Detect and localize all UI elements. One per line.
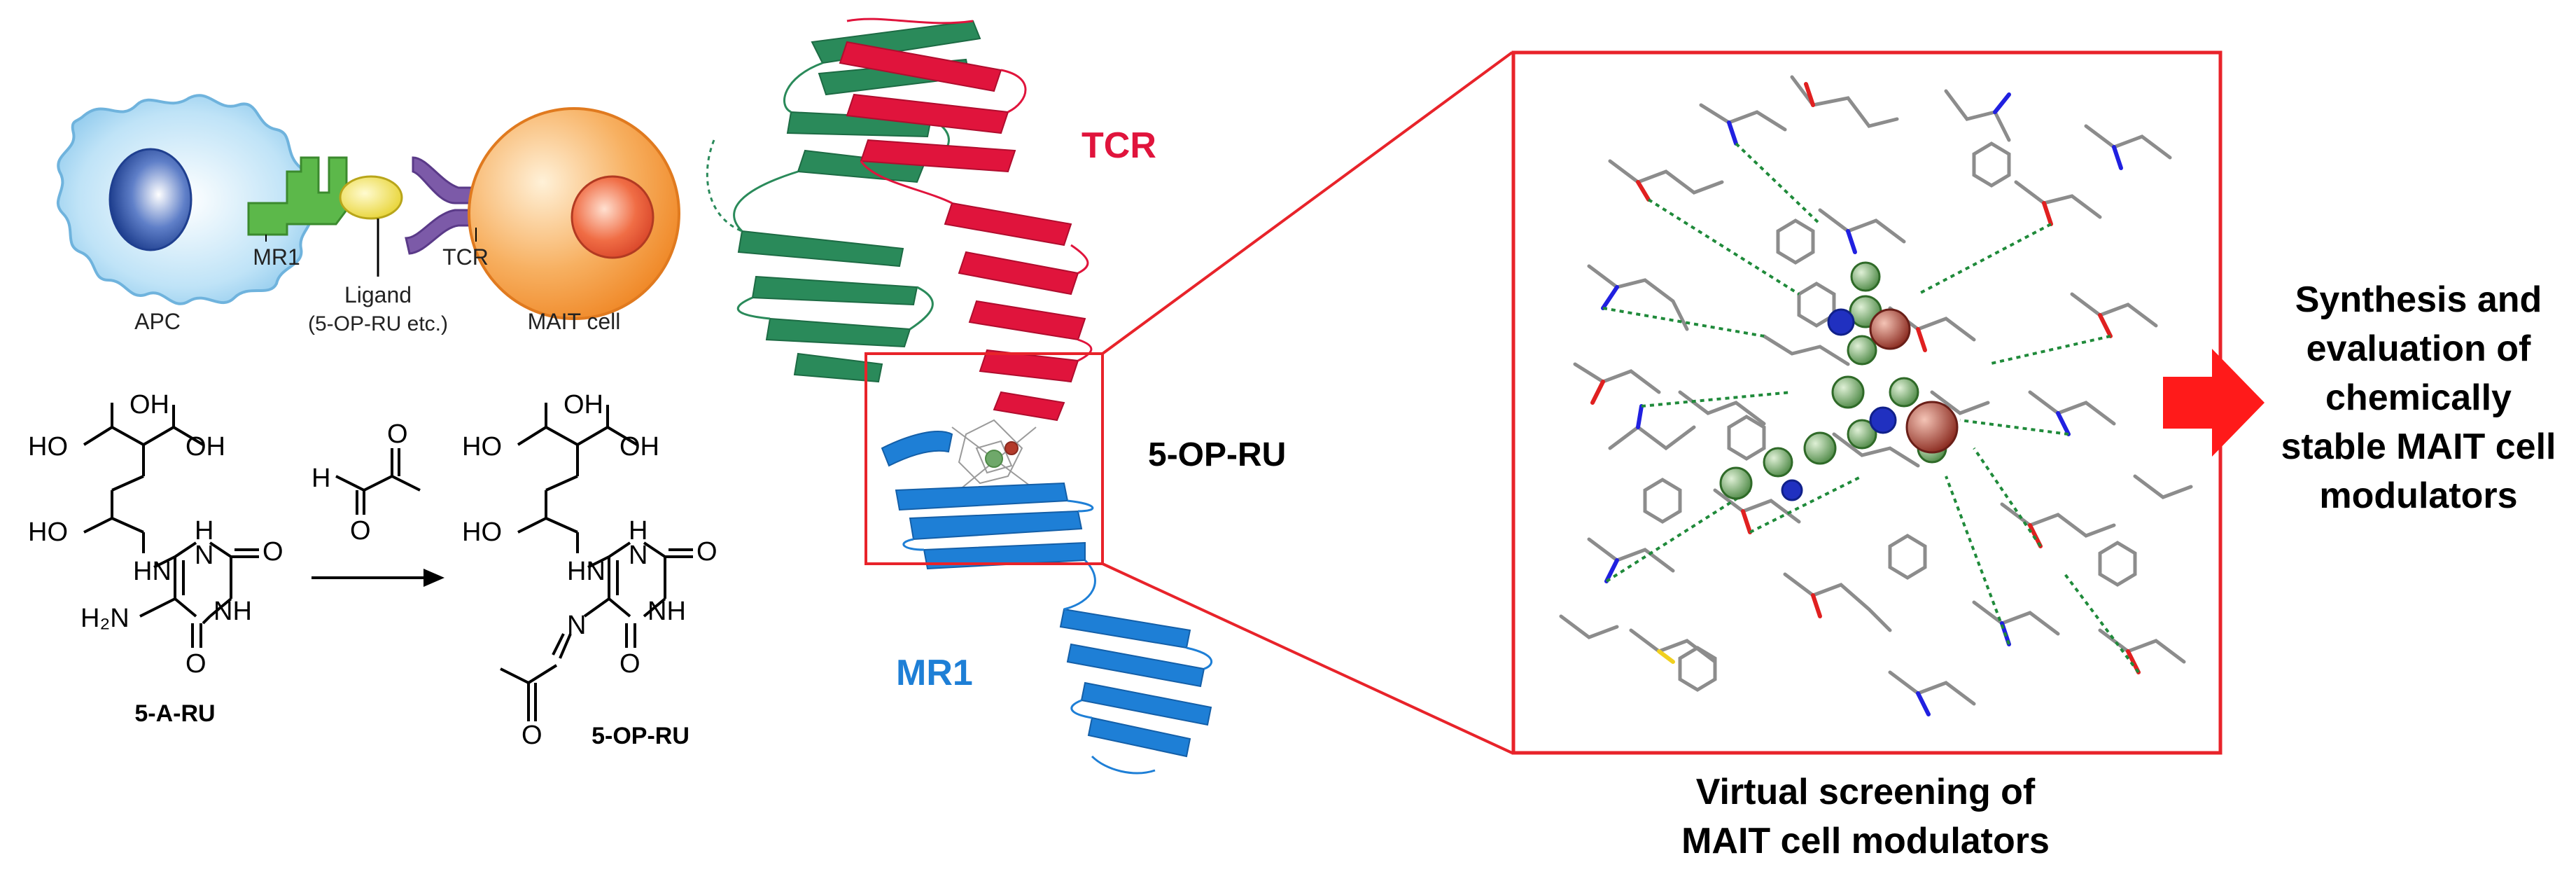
zoom-connector-top [1101, 51, 1513, 355]
svg-text:O: O [620, 649, 640, 679]
reaction-scheme [83, 403, 693, 721]
svg-text:HO: HO [462, 518, 502, 547]
pocket-wireframe [951, 419, 1037, 491]
outcome-line2: evaluation of [2306, 328, 2531, 369]
methylglyoxal [335, 448, 421, 515]
svg-text:O: O [262, 537, 284, 567]
apc-label: APC [134, 309, 181, 334]
svg-text:H: H [312, 464, 330, 493]
tcr-label-small: TCR [442, 244, 489, 270]
svg-text:H: H [629, 516, 648, 546]
screening-panel [1511, 50, 2222, 755]
zoom-connector-bottom [1102, 562, 1513, 754]
tcr-alpha-ribbons [737, 20, 981, 383]
mait-nucleus [570, 175, 654, 259]
svg-text:O: O [186, 649, 206, 679]
svg-text:O: O [350, 516, 371, 546]
svg-text:HO: HO [28, 518, 68, 547]
reactant-5-a-ru [83, 403, 259, 648]
svg-text:HO: HO [462, 432, 502, 462]
pharmacophore-points [1719, 261, 1959, 501]
mait-label: MAIT cell [528, 309, 621, 334]
outcome-arrow [2163, 349, 2264, 457]
mr1-label: MR1 [253, 244, 300, 270]
ligand-structure-label: 5-OP-RU [1148, 436, 1286, 473]
product-label: 5-OP-RU [592, 723, 690, 749]
tcr-structure-label: TCR [1082, 125, 1156, 166]
outcome-line1: Synthesis and [2295, 279, 2542, 320]
svg-text:OH: OH [564, 390, 603, 419]
product-5-op-ru [500, 403, 693, 721]
ligand-sublabel: (5-OP-RU etc.) [308, 312, 448, 335]
svg-text:OH: OH [620, 432, 659, 462]
svg-text:N: N [195, 541, 214, 570]
cell-interaction-diagram: APC MR1 Ligand (5-OP-RU etc.) TCR MAIT c… [56, 94, 680, 335]
apc-nucleus [108, 148, 192, 251]
mr1-molecule [247, 156, 348, 236]
hbond-dashes [1602, 142, 2140, 674]
ligand-ellipse [339, 175, 403, 220]
svg-text:OH: OH [130, 390, 169, 419]
reactant-label: 5-A-RU [134, 700, 215, 727]
svg-text:N: N [567, 611, 586, 640]
svg-text:O: O [522, 721, 542, 750]
ligand-label: Ligand [344, 282, 412, 307]
residue-sticks [1559, 75, 2193, 706]
mr1-structure-label: MR1 [896, 653, 973, 693]
svg-text:H₂N: H₂N [80, 604, 130, 633]
pocket-zoom-box [864, 352, 1104, 565]
svg-text:HO: HO [28, 432, 68, 462]
tcr-beta-ribbons [839, 41, 1086, 422]
screening-caption-line1: Virtual screening of [1696, 772, 2036, 812]
outcome-line3: chemically [2325, 377, 2512, 418]
screening-caption-line2: MAIT cell modulators [1681, 821, 2050, 861]
outcome-line4: stable MAIT cell [2281, 426, 2556, 467]
svg-text:HN: HN [133, 557, 172, 586]
svg-text:OH: OH [186, 432, 225, 462]
svg-text:N: N [629, 541, 648, 570]
svg-text:H: H [195, 516, 214, 546]
screening-frame [1511, 50, 2222, 755]
svg-text:O: O [696, 537, 718, 567]
heteroatom-sticks [1590, 82, 2141, 716]
reaction-atom-labels: OH HO OH HO HN H N O NH H₂N O H O O OH H… [28, 390, 718, 750]
outcome-line5: modulators [2319, 476, 2517, 516]
protein-structure: TCR 5-OP-RU MR1 [706, 18, 1513, 775]
mr1-ribbons [881, 431, 1212, 758]
outcome-text: Synthesis and evaluation of chemically s… [2281, 279, 2556, 516]
svg-text:O: O [387, 419, 408, 449]
svg-text:HN: HN [567, 557, 606, 586]
svg-text:NH: NH [648, 597, 686, 626]
svg-text:NH: NH [214, 597, 252, 626]
